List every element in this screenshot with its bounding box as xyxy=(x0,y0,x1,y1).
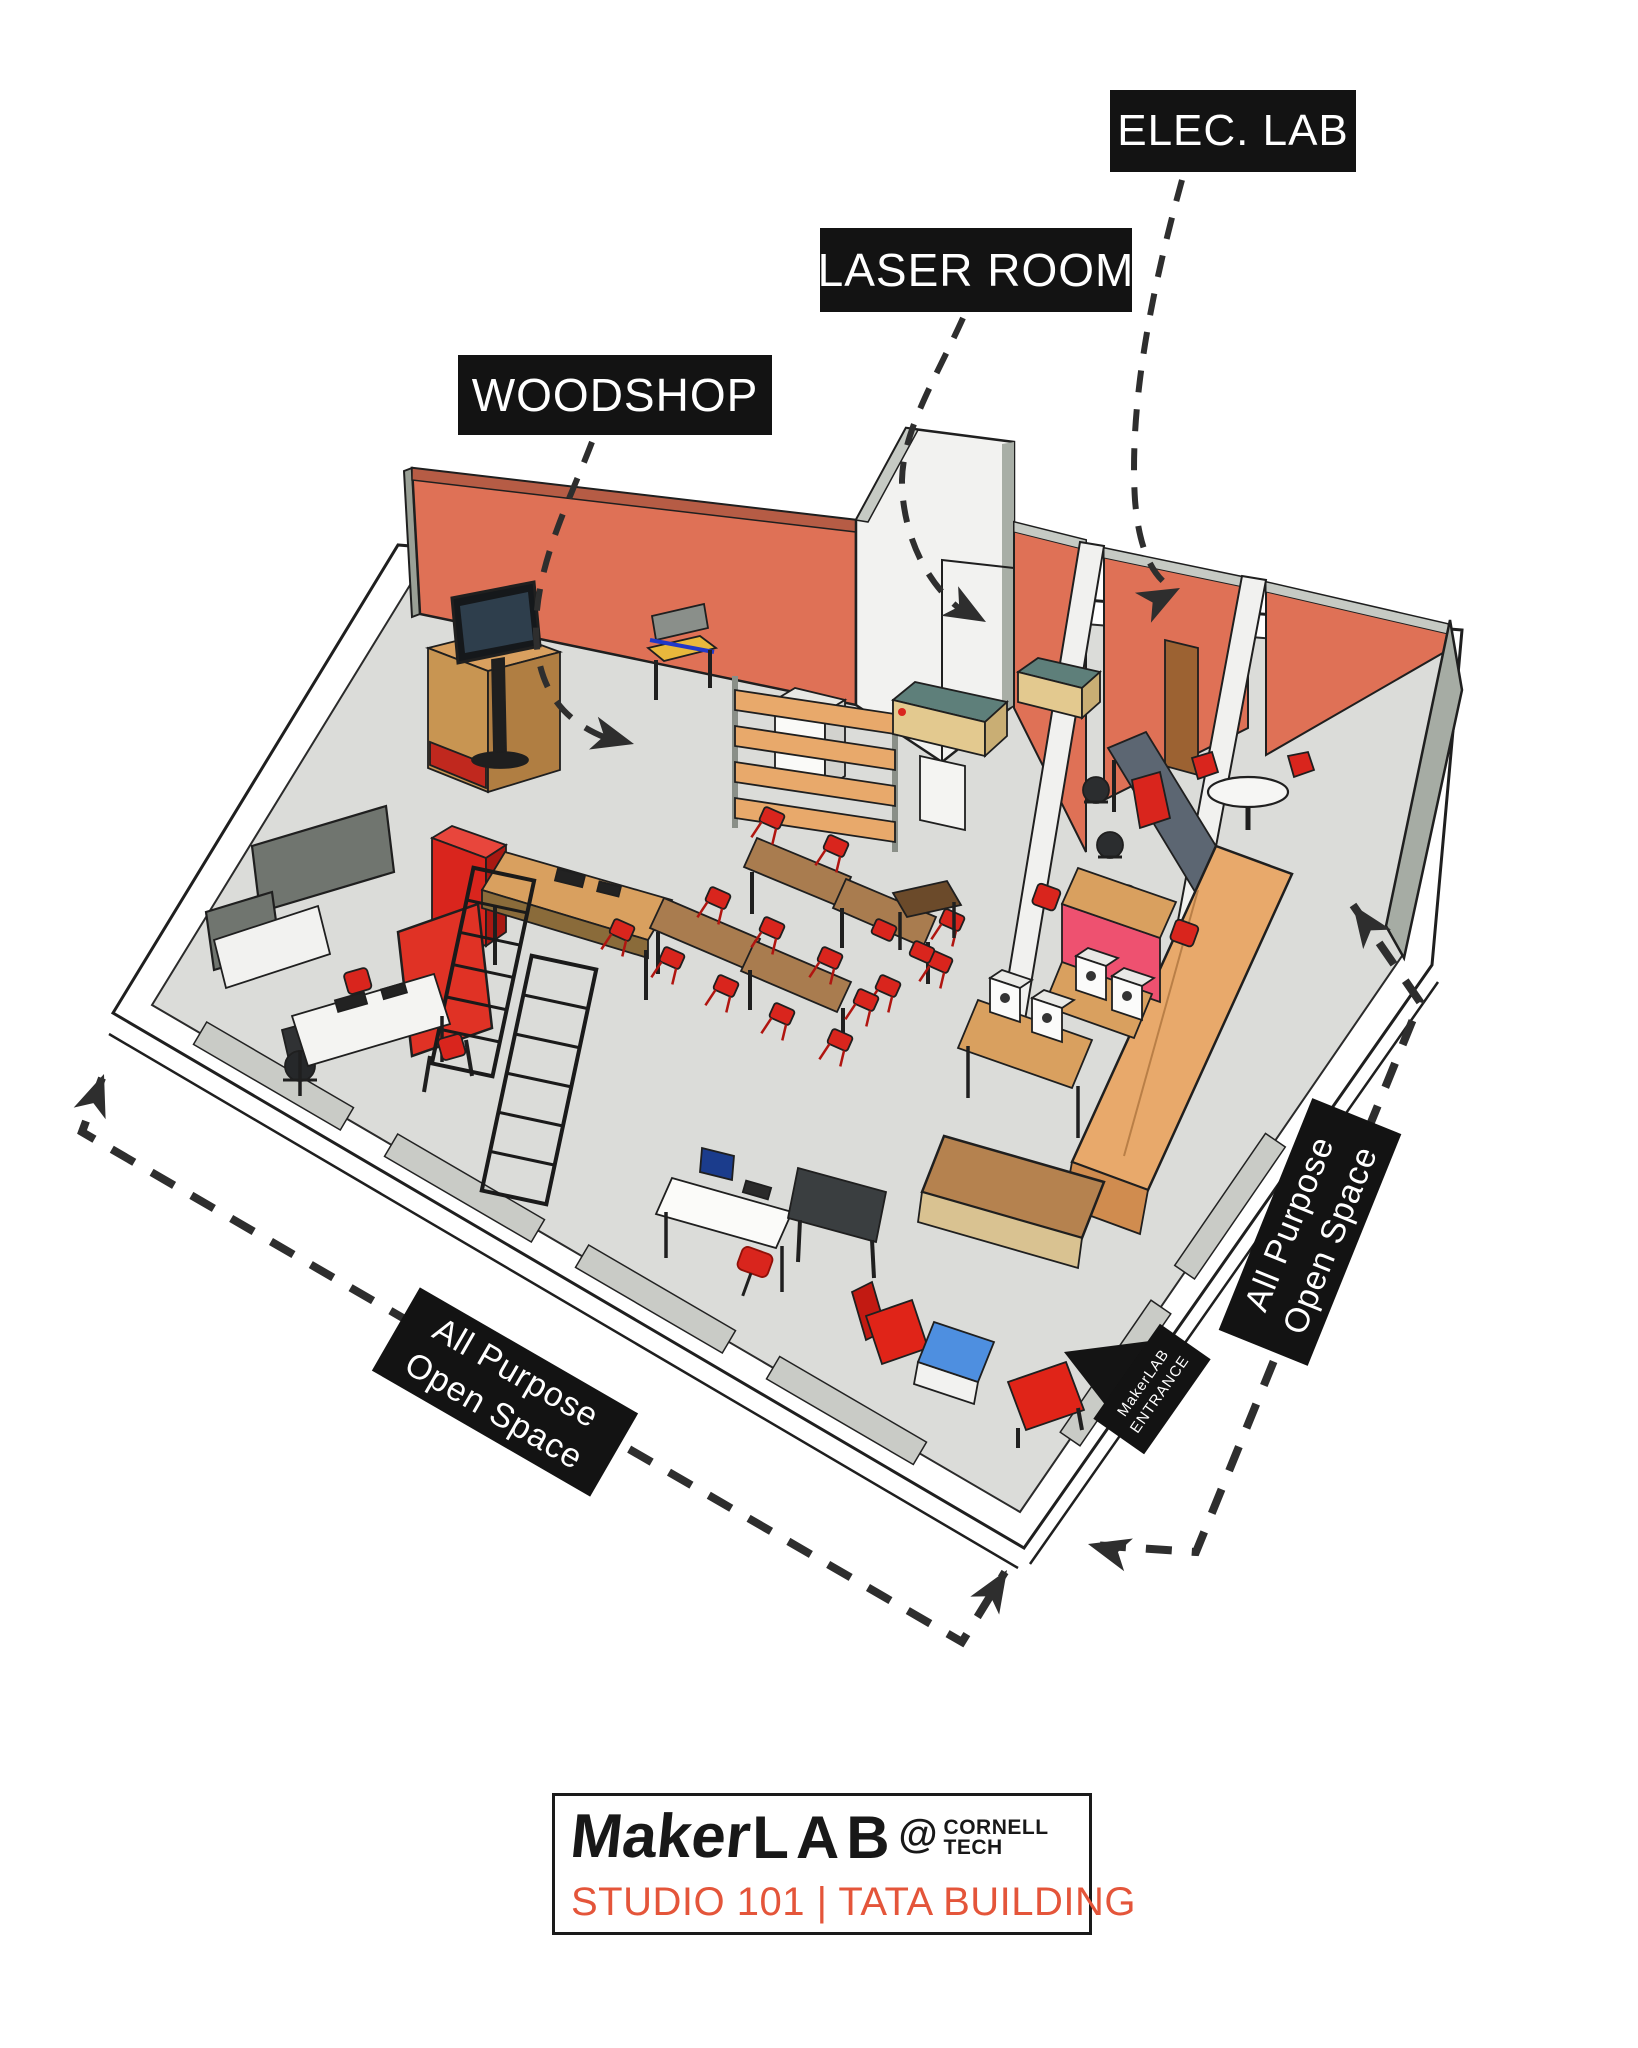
lounge-chair-2 xyxy=(1006,1360,1086,1448)
elec-arrowhead xyxy=(1134,588,1180,623)
left-boundary-arrowhead-bottom xyxy=(970,1570,1007,1615)
laser-cutter-2 xyxy=(1015,657,1102,721)
logo-org-line1: CORNELL xyxy=(943,1816,1049,1839)
laser-arrowhead xyxy=(941,586,986,622)
round-table xyxy=(1206,775,1290,809)
partition-a xyxy=(250,804,396,914)
lobby-structure xyxy=(854,426,1016,764)
small-stool-table xyxy=(870,879,963,964)
logo-lab-text: LAB xyxy=(752,1804,897,1871)
blue-ottoman xyxy=(912,1320,996,1406)
left-boundary-arrowhead-top xyxy=(73,1074,106,1120)
elec-lab-label: ELEC. LAB xyxy=(1110,90,1356,172)
steel-rack-1 xyxy=(429,865,537,1079)
makerlab-logo: Maker LAB @ CORNELL TECH STUDIO 101 | TA… xyxy=(552,1793,1137,1935)
woodshop-leader-line xyxy=(532,440,613,743)
elec-lab-label-text: ELEC. LAB xyxy=(1117,106,1349,155)
meeting-room-wall xyxy=(1265,580,1449,757)
woodshop-label: WOODSHOP xyxy=(458,355,772,435)
logo-maker-text: Maker xyxy=(567,1802,754,1871)
elec-lab-leader-line xyxy=(1131,179,1185,587)
logo-brand-row: Maker LAB @ CORNELL TECH xyxy=(567,1802,1073,1878)
steel-rack-2 xyxy=(479,953,599,1207)
vinyl-cutter-desk xyxy=(654,1146,794,1292)
meeting-chairs xyxy=(1130,750,1316,830)
laser-room-label-text: LASER ROOM xyxy=(817,244,1135,296)
left-furniture xyxy=(204,804,599,1207)
woodshop-arrowhead xyxy=(589,716,634,750)
floor-slab xyxy=(108,543,1464,1570)
logo-at-symbol: @ xyxy=(898,1812,938,1856)
white-desk xyxy=(212,904,332,990)
reception-desk xyxy=(917,1134,1106,1270)
print-area-furniture xyxy=(917,844,1294,1270)
logo-org-line2: TECH xyxy=(943,1835,1003,1859)
tv-display xyxy=(450,580,542,769)
entrance-arrow-triangle xyxy=(1064,1341,1150,1424)
lounge-chair-1 xyxy=(850,1280,930,1366)
right-outer-wall xyxy=(1384,619,1464,962)
logo-org-text: CORNELL TECH xyxy=(943,1816,1049,1859)
woodshop-label-text: WOODSHOP xyxy=(471,369,759,421)
lumber-rack xyxy=(732,676,898,852)
laser-room-furniture xyxy=(891,657,1102,832)
center-furniture xyxy=(450,580,966,1067)
annotation-arrowheads xyxy=(73,586,1392,1615)
elec-shelf xyxy=(1164,638,1199,777)
red-stools xyxy=(600,806,966,1067)
shop-chair xyxy=(646,602,719,700)
printer-boxes xyxy=(987,947,1157,1044)
meeting-room-furniture xyxy=(1130,750,1316,830)
laser-room-leader-line xyxy=(898,316,972,619)
laser-cutter-1 xyxy=(891,681,1009,759)
plotter-stand xyxy=(786,1166,888,1279)
laser-pedestal xyxy=(919,754,966,832)
drill-table xyxy=(290,967,467,1096)
logo-subtitle: STUDIO 101 | TATA BUILDING xyxy=(571,1880,1137,1924)
right-boundary-arrowhead-bottom xyxy=(1088,1538,1133,1572)
red-task-chair xyxy=(736,1246,774,1297)
entry-furniture xyxy=(654,1146,1086,1448)
laser-room-label: LASER ROOM xyxy=(817,228,1135,312)
right-boundary-arrowhead-top xyxy=(1353,905,1392,950)
